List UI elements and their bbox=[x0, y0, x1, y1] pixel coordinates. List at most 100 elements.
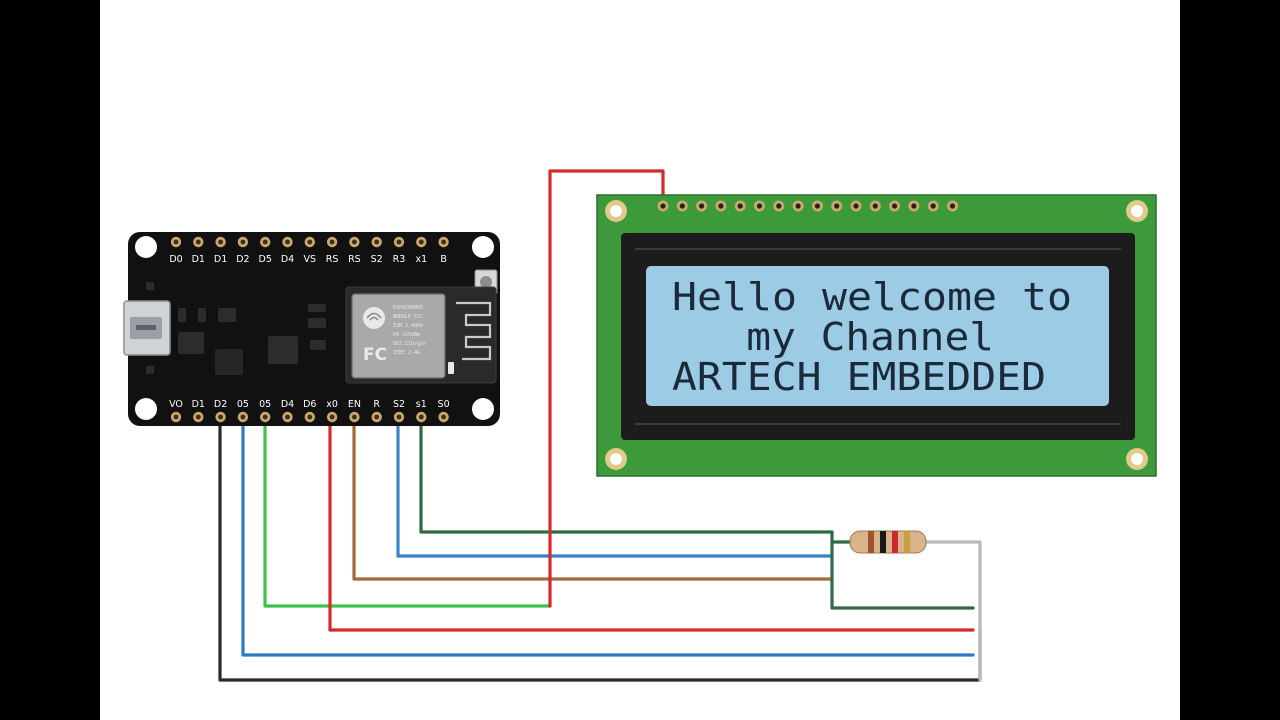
pin-hole bbox=[195, 239, 201, 245]
smd-component bbox=[218, 308, 236, 322]
lcd-module: Hello welcome to my Channel ARTECH EMBED… bbox=[596, 194, 1157, 477]
pin-label: VS bbox=[304, 254, 317, 265]
lcd-pin-hole bbox=[679, 203, 685, 209]
resistor-body bbox=[849, 530, 927, 554]
led bbox=[448, 362, 454, 374]
resistor-band bbox=[892, 531, 898, 553]
lcd-line-2: my Channel bbox=[672, 315, 994, 359]
wire-green-dark bbox=[419, 422, 975, 610]
lcd-pin-hole bbox=[872, 203, 878, 209]
wire-red-lower bbox=[328, 422, 975, 632]
lcd-mounting-hole-inner bbox=[610, 205, 622, 217]
mounting-hole bbox=[135, 398, 157, 420]
lcd-pin-hole bbox=[814, 203, 821, 209]
pin-hole bbox=[352, 239, 357, 245]
wire-blue-inner bbox=[396, 422, 834, 558]
lcd-pin-hole bbox=[660, 203, 666, 209]
pin-label: S0 bbox=[438, 399, 450, 410]
pin-label: R bbox=[373, 399, 380, 410]
voltage-regulator bbox=[178, 332, 204, 354]
pin-label: D2 bbox=[236, 254, 249, 265]
smd-component bbox=[146, 282, 154, 290]
pin-hole bbox=[173, 239, 179, 245]
mounting-hole bbox=[135, 236, 157, 258]
wifi-logo-mark bbox=[366, 312, 382, 321]
pin-hole bbox=[240, 239, 246, 245]
lcd-pin-header bbox=[657, 200, 958, 212]
mounting-hole bbox=[472, 236, 494, 258]
lcd-pin-hole bbox=[699, 203, 705, 209]
pin-hole bbox=[418, 414, 424, 420]
usb-serial-chip bbox=[215, 349, 243, 375]
resistor-band bbox=[904, 531, 910, 553]
wires bbox=[218, 169, 982, 682]
mounting-hole bbox=[472, 398, 494, 420]
pin-label: S2 bbox=[393, 399, 405, 410]
pin-label: D1 bbox=[214, 254, 227, 265]
lcd-pin-hole bbox=[911, 203, 917, 209]
pin-hole bbox=[240, 414, 246, 420]
pin-hole bbox=[307, 239, 313, 245]
lcd-line-3: ARTECH EMBEDDED bbox=[672, 355, 1046, 399]
pin-hole bbox=[218, 239, 223, 245]
pin-label: RS bbox=[326, 254, 339, 265]
lcd-pin-hole bbox=[718, 203, 724, 209]
pin-hole bbox=[352, 414, 357, 420]
pin-label: x0 bbox=[326, 399, 338, 410]
lcd-pin-hole bbox=[892, 203, 898, 209]
pin-label: 05 bbox=[259, 399, 271, 410]
pin-label: D1 bbox=[192, 254, 205, 265]
pin-hole bbox=[374, 414, 380, 420]
pin-hole bbox=[285, 414, 290, 420]
pin-label: D0 bbox=[169, 254, 182, 265]
module-label-line: PA +25dBm bbox=[393, 332, 420, 338]
pin-label: D4 bbox=[281, 254, 294, 265]
pin-hole bbox=[262, 239, 268, 245]
pin-hole bbox=[441, 414, 446, 420]
pin-hole bbox=[329, 414, 335, 420]
smd-component bbox=[268, 336, 298, 364]
pin-hole bbox=[285, 239, 290, 245]
lcd-pin-hole bbox=[795, 203, 801, 209]
pin-hole bbox=[329, 239, 335, 245]
module-label-line: ESP8266MOD bbox=[393, 305, 423, 311]
reset-button-cap bbox=[480, 276, 492, 288]
wire-blue-outer bbox=[241, 422, 975, 657]
smd-component bbox=[308, 304, 326, 312]
fcc-logo: FC bbox=[363, 345, 387, 365]
pin-hole bbox=[218, 414, 223, 420]
pin-hole bbox=[173, 414, 179, 420]
usb-port-tongue bbox=[136, 325, 156, 330]
pin-hole bbox=[441, 239, 446, 245]
lcd-mounting-hole-inner bbox=[1131, 453, 1143, 465]
lcd-screen bbox=[646, 266, 1109, 406]
pin-hole bbox=[396, 414, 402, 420]
pin-hole bbox=[307, 414, 313, 420]
wire-brown bbox=[352, 422, 834, 581]
pin-label: VO bbox=[169, 399, 183, 410]
lcd-mounting-hole-inner bbox=[1131, 205, 1143, 217]
pin-label: 05 bbox=[237, 399, 249, 410]
module-label-line: IEEE 2.4G bbox=[393, 350, 420, 356]
pin-hole bbox=[195, 414, 201, 420]
lcd-pin-hole bbox=[756, 203, 763, 209]
pin-label: EN bbox=[348, 399, 361, 410]
lcd-line-1: Hello welcome to bbox=[672, 275, 1072, 319]
smd-component bbox=[308, 318, 326, 328]
pin-label: S2 bbox=[371, 254, 383, 265]
pin-label: x1 bbox=[415, 254, 427, 265]
pin-label: D1 bbox=[192, 399, 205, 410]
smd-component bbox=[310, 340, 326, 350]
wire-green-light bbox=[263, 422, 552, 608]
pin-label: RS bbox=[348, 254, 361, 265]
pin-hole bbox=[418, 239, 424, 245]
resistor bbox=[849, 530, 927, 554]
lcd-pin-hole bbox=[949, 203, 956, 209]
smd-component bbox=[178, 308, 186, 322]
lcd-mounting-hole-inner bbox=[610, 453, 622, 465]
